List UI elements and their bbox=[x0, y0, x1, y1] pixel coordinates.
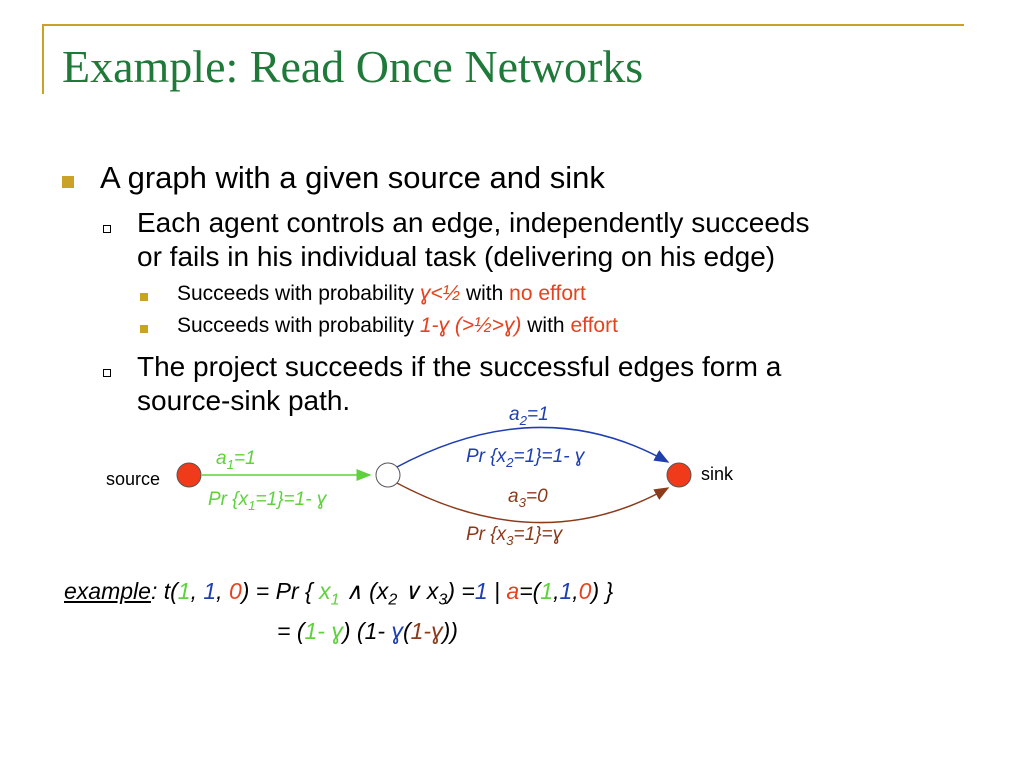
item2-prefix: Succeeds with probability bbox=[177, 314, 414, 337]
sink-node bbox=[666, 462, 692, 488]
pr2-label: Pr {x2=1}=1- ɣ bbox=[466, 446, 585, 470]
source-label: source bbox=[106, 469, 161, 489]
example-line-2: = (1- ɣ) (1- ɣ(1-ɣ)) bbox=[277, 618, 458, 644]
checkbox-bullet-icon bbox=[103, 369, 111, 377]
pr1-label: Pr {x1=1}=1- ɣ bbox=[208, 489, 327, 513]
subbullet-2-line2: source-sink path. bbox=[137, 385, 351, 416]
title-frame-top bbox=[42, 24, 964, 26]
subbullet-1-line1: Each agent controls an edge, independent… bbox=[137, 207, 810, 238]
slide-title: Example: Read Once Networks bbox=[62, 41, 644, 92]
item-no-effort: Succeeds with probability ɣ<½ with no ef… bbox=[177, 282, 586, 306]
bullet-level1: A graph with a given source and sink bbox=[100, 160, 605, 195]
item1-prefix: Succeeds with probability bbox=[177, 282, 414, 305]
title-frame-left bbox=[42, 24, 44, 94]
item1-math: ɣ<½ bbox=[419, 282, 461, 305]
sink-label: sink bbox=[701, 464, 734, 484]
example-label: example bbox=[64, 578, 151, 604]
middle-node bbox=[375, 462, 401, 488]
item1-with: with bbox=[465, 282, 504, 305]
item-effort: Succeeds with probability 1-ɣ (>½>ɣ) wit… bbox=[177, 314, 618, 338]
source-node bbox=[176, 462, 202, 488]
bullet-square-icon bbox=[140, 293, 148, 301]
a3-label: a3=0 bbox=[508, 486, 548, 510]
subbullet-1-line2: or fails in his individual task (deliver… bbox=[137, 241, 776, 272]
item2-effort: effort bbox=[570, 314, 618, 337]
pr3-label: Pr {x3=1}=ɣ bbox=[466, 524, 563, 548]
subbullet-2-line1: The project succeeds if the successful e… bbox=[137, 351, 782, 382]
example-line-1: example: t(1, 1, 0) = Pr { x1 ∧ (x2 ∨ x3… bbox=[64, 578, 614, 609]
edge-a3 bbox=[394, 481, 670, 524]
item1-effort: no effort bbox=[509, 282, 586, 305]
edge-a2 bbox=[394, 426, 670, 469]
a1-label: a1=1 bbox=[216, 448, 256, 472]
item2-math: 1-ɣ (>½>ɣ) bbox=[419, 314, 522, 337]
bullet-square-icon bbox=[62, 176, 74, 188]
checkbox-bullet-icon bbox=[103, 225, 111, 233]
a2-label: a2=1 bbox=[509, 404, 549, 428]
item2-with: with bbox=[527, 314, 565, 337]
bullet-square-icon bbox=[140, 325, 148, 333]
